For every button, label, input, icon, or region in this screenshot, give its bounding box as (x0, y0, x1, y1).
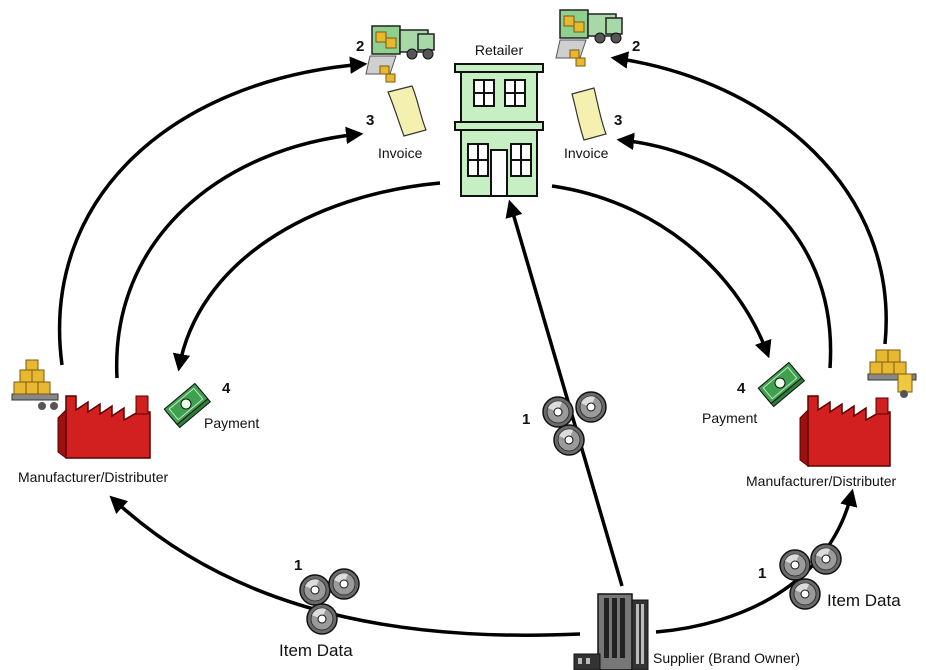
arrow-payment-right (551, 184, 772, 359)
arrow-item-data-right (655, 488, 858, 634)
manufacturer-left-node: Manufacturer/Distributer (11, 359, 169, 485)
payment-label: Payment (204, 415, 259, 431)
invoice-label: Invoice (378, 145, 423, 161)
pallet-boxes-icon (867, 349, 917, 398)
step-number: 4 (222, 380, 231, 397)
data-disc-icon (299, 568, 360, 635)
factory-icon (57, 395, 151, 459)
arrow-shipment-right (610, 51, 888, 345)
step-number: 4 (737, 380, 746, 397)
payment-label: Payment (702, 410, 757, 426)
arrow-invoice-left (115, 126, 364, 379)
invoice-left: 3 Invoice (366, 85, 427, 161)
manufacturer-right-node: Manufacturer/Distributer (746, 349, 917, 489)
item-data-label: Item Data (279, 641, 353, 660)
shipment-left: 2 (356, 25, 435, 83)
invoice-label: Invoice (564, 145, 609, 161)
retailer-node: Retailer (454, 42, 544, 197)
item-data-right: 1 Item Data (758, 543, 901, 610)
payment-money-icon (163, 382, 212, 429)
step-number: 1 (294, 557, 302, 574)
arrow-payment-left (172, 181, 441, 372)
step-number: 2 (356, 38, 364, 55)
step-number: 1 (522, 411, 530, 428)
step-number: 3 (614, 112, 622, 129)
manufacturer-right-label: Manufacturer/Distributer (746, 473, 897, 489)
step-number: 1 (758, 565, 766, 582)
supplier-label: Supplier (Brand Owner) (653, 650, 800, 666)
delivery-truck-icon (365, 25, 435, 83)
arrow-invoice-right (616, 132, 833, 369)
shipment-right: 2 (555, 9, 640, 67)
delivery-truck-icon (555, 9, 623, 67)
step-number: 3 (366, 112, 374, 129)
manufacturer-left-label: Manufacturer/Distributer (18, 469, 169, 485)
invoice-document-icon (571, 87, 607, 141)
supplier-building-icon (573, 593, 649, 670)
invoice-right: 3 Invoice (564, 87, 622, 161)
item-data-left: 1 Item Data (279, 557, 360, 660)
supplier-node: Supplier (Brand Owner) (573, 593, 800, 670)
payment-money-icon (757, 361, 806, 408)
arrow-item-data-left (109, 495, 581, 637)
payment-right: 4 Payment (702, 361, 806, 426)
retailer-label: Retailer (475, 42, 524, 58)
arrow-item-data-center (505, 199, 624, 587)
arrow-shipment-left (57, 56, 368, 366)
invoice-document-icon (387, 85, 427, 137)
retailer-store-icon (454, 63, 544, 197)
payment-left: 4 Payment (163, 380, 259, 431)
step-number: 2 (632, 38, 640, 55)
factory-icon (799, 395, 891, 467)
item-data-label: Item Data (827, 591, 901, 610)
item-data-center: 1 (522, 391, 607, 456)
pallet-boxes-icon (11, 359, 59, 410)
flow-arrows (57, 51, 888, 637)
